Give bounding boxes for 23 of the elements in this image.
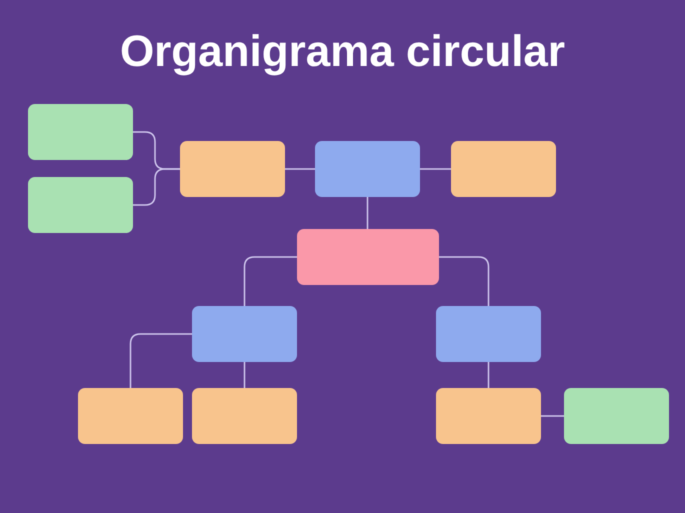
org-box xyxy=(192,388,297,444)
connector-line xyxy=(541,415,564,417)
org-box xyxy=(436,388,541,444)
org-box xyxy=(564,388,669,444)
connector-line xyxy=(366,197,368,229)
connector-line xyxy=(439,256,490,306)
connector-line xyxy=(244,362,246,388)
org-box xyxy=(297,229,439,285)
org-box xyxy=(28,104,133,160)
connector-line xyxy=(133,168,180,206)
org-box xyxy=(451,141,556,197)
connector-line xyxy=(244,256,297,306)
title: Organigrama circular xyxy=(120,26,566,78)
org-box xyxy=(315,141,420,197)
connector-line xyxy=(130,333,192,388)
org-box xyxy=(436,306,541,362)
connector-line xyxy=(420,168,451,170)
org-box xyxy=(192,306,297,362)
org-box xyxy=(180,141,285,197)
org-box xyxy=(28,177,133,233)
org-box xyxy=(78,388,183,444)
connector-line xyxy=(488,362,490,388)
connector-line xyxy=(285,168,315,170)
